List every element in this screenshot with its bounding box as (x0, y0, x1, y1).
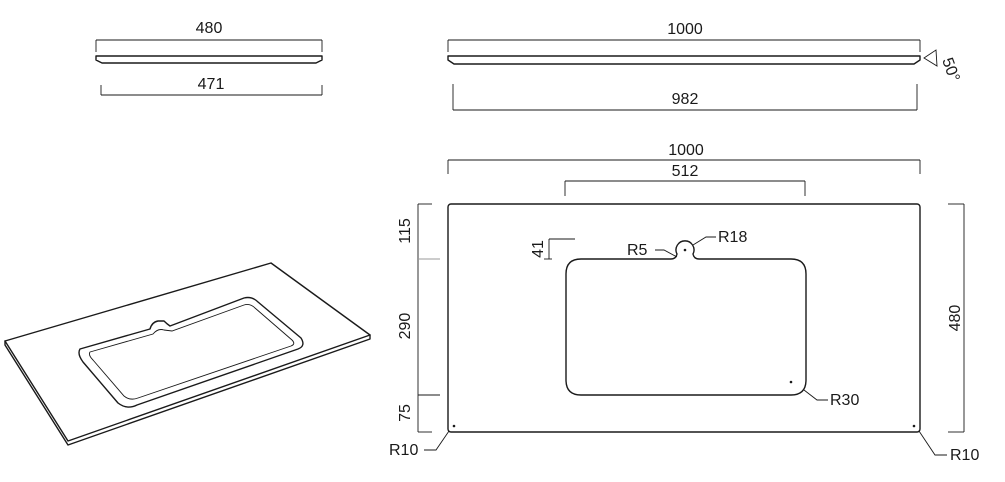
corner-radius-left-label: R10 (389, 442, 418, 459)
front-profile-bottom-width-label: 982 (672, 91, 699, 108)
basin-outline (565, 240, 807, 396)
front-profile-top-width-label: 1000 (667, 21, 703, 38)
front-profile-outline (447, 55, 921, 65)
front-profile-view: 1000 50° 982 (447, 21, 962, 111)
side-profile-top-dimension: 480 (95, 20, 323, 52)
corner-radius-right-label: R10 (950, 447, 979, 464)
notch-radius-callout: R5 (627, 242, 678, 259)
countertop-outline (447, 203, 921, 433)
plan-view: 1000 512 41 R5 R18 (389, 142, 979, 464)
overflow-radius-label: R18 (718, 229, 747, 246)
plan-back-margin-label: 75 (397, 404, 414, 422)
side-profile-top-width-label: 480 (196, 20, 223, 37)
corner-center-left (452, 424, 456, 428)
edge-angle-label: 50° (938, 56, 962, 85)
isometric-basin-inner-rim (88, 303, 295, 400)
plan-overall-width-label: 1000 (668, 142, 704, 159)
overflow-offset-dimension: 41 (530, 238, 575, 260)
isometric-top-outline (4, 262, 371, 442)
side-profile-outline (95, 55, 323, 64)
corner-radius-right-callout: R10 (918, 430, 979, 464)
front-profile-top-dimension: 1000 (447, 21, 921, 52)
notch-radius-label: R5 (627, 242, 648, 259)
isometric-view (4, 262, 371, 446)
isometric-thickness-edge (4, 334, 371, 446)
basin-radius-callout: R30 (803, 389, 859, 409)
corner-center-right (912, 424, 916, 428)
plan-basin-width-label: 512 (672, 163, 699, 180)
plan-depth-dimension: 480 (947, 203, 965, 433)
isometric-basin-outline (78, 296, 304, 408)
side-profile-bottom-dimension: 471 (100, 76, 323, 96)
basin-corner-center (789, 380, 793, 384)
overflow-center-point (683, 248, 687, 252)
basin-radius-label: R30 (830, 392, 859, 409)
plan-depth-chain-dimension: 115 290 75 (397, 203, 440, 433)
overflow-radius-callout: R18 (692, 229, 747, 246)
plan-front-margin-label: 115 (397, 218, 414, 244)
plan-basin-depth-label: 290 (397, 313, 414, 340)
plan-overall-width-dimension: 1000 (447, 142, 921, 174)
plan-basin-width-dimension: 512 (564, 163, 806, 196)
plan-depth-label: 480 (947, 305, 964, 332)
edge-angle-marker: 50° (923, 49, 962, 85)
corner-radius-left-callout: R10 (389, 430, 450, 459)
side-profile-view: 480 471 (95, 20, 323, 96)
side-profile-bottom-width-label: 471 (198, 76, 225, 93)
front-profile-bottom-dimension: 982 (452, 84, 918, 111)
overflow-offset-label: 41 (530, 240, 547, 258)
